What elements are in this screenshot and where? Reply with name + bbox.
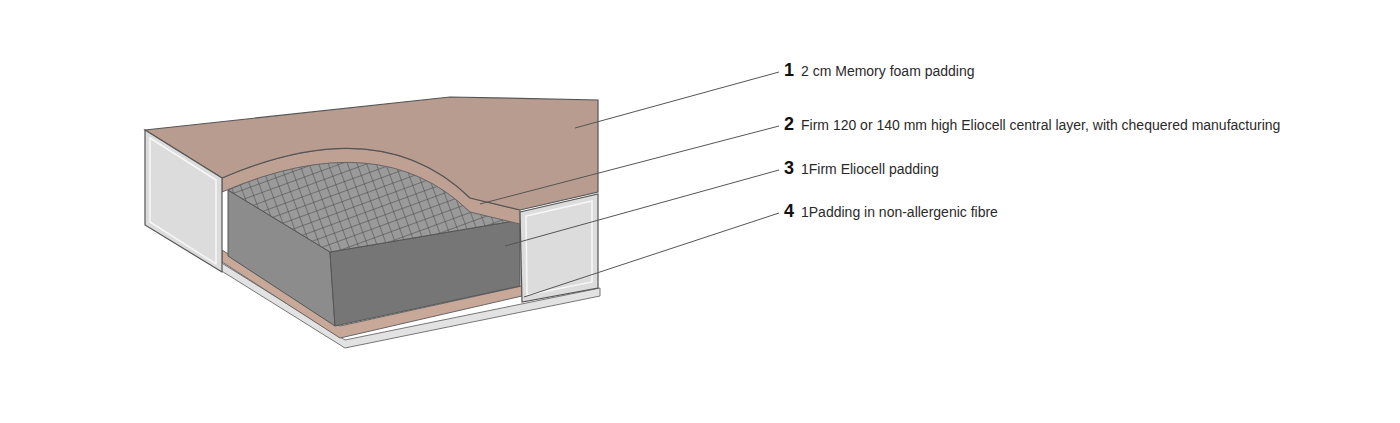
callout-number: 1 <box>784 60 794 82</box>
panel-inner-line <box>526 201 592 295</box>
part-label: Firm 120 or 140 mm high Eliocell central… <box>801 117 1280 134</box>
part-label: 1Padding in non-allergenic fibre <box>801 204 998 221</box>
part-label: 1Firm Eliocell padding <box>801 161 939 178</box>
part-label: 2 cm Memory foam padding <box>801 63 975 80</box>
callout-number: 2 <box>784 114 794 136</box>
leader-line <box>524 213 779 297</box>
leader-line <box>480 126 779 204</box>
callout-number: 3 <box>784 158 794 180</box>
leader-line <box>505 170 779 246</box>
callout-number: 4 <box>784 201 794 223</box>
panel-inner-line <box>150 138 216 264</box>
end-panel-left <box>145 130 222 272</box>
leader-line <box>575 72 779 128</box>
